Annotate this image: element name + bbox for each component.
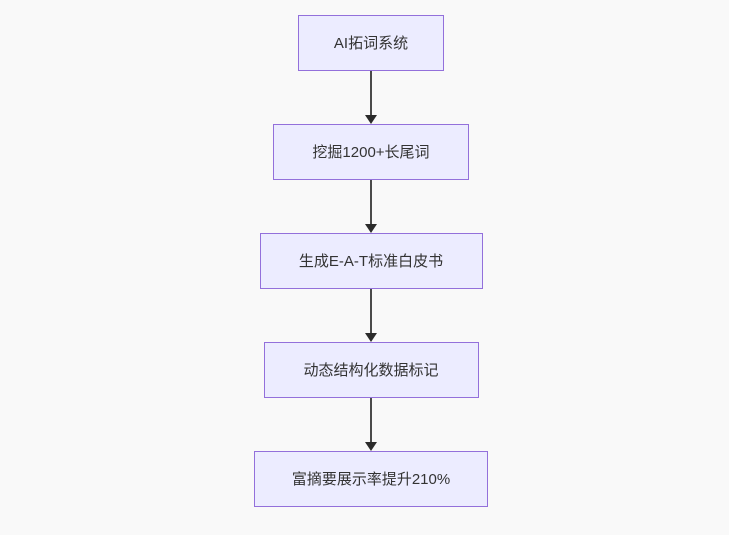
arrow-line: [370, 71, 372, 115]
flow-node-eat-whitepaper: 生成E-A-T标准白皮书: [259, 233, 483, 289]
arrow-line: [370, 398, 372, 442]
flow-edge-c-d: [365, 289, 377, 342]
arrowhead-down-icon: [365, 333, 377, 342]
flowchart-column: AI拓词系统 挖掘1200+长尾词 生成E-A-T标准白皮书 动态结构化数据标记: [254, 15, 488, 507]
flow-node-ai-word-expansion-system: AI拓词系统: [298, 15, 444, 71]
arrow-line: [370, 289, 372, 333]
flow-node-dynamic-structured-data-markup: 动态结构化数据标记: [263, 342, 479, 398]
node-label: 挖掘1200+长尾词: [312, 143, 430, 161]
node-label: 动态结构化数据标记: [303, 361, 439, 379]
node-label: 生成E-A-T标准白皮书: [298, 252, 444, 270]
arrowhead-down-icon: [365, 224, 377, 233]
flow-node-longtail-keyword-mining: 挖掘1200+长尾词: [273, 124, 469, 180]
arrowhead-down-icon: [365, 115, 377, 124]
flow-edge-a-b: [365, 71, 377, 124]
node-label: 富摘要展示率提升210%: [291, 470, 451, 488]
flow-edge-b-c: [365, 180, 377, 233]
arrowhead-down-icon: [365, 442, 377, 451]
flow-node-rich-snippet-rate-increase: 富摘要展示率提升210%: [254, 451, 488, 507]
arrow-line: [370, 180, 372, 224]
flow-edge-d-e: [365, 398, 377, 451]
node-label: AI拓词系统: [333, 34, 409, 52]
